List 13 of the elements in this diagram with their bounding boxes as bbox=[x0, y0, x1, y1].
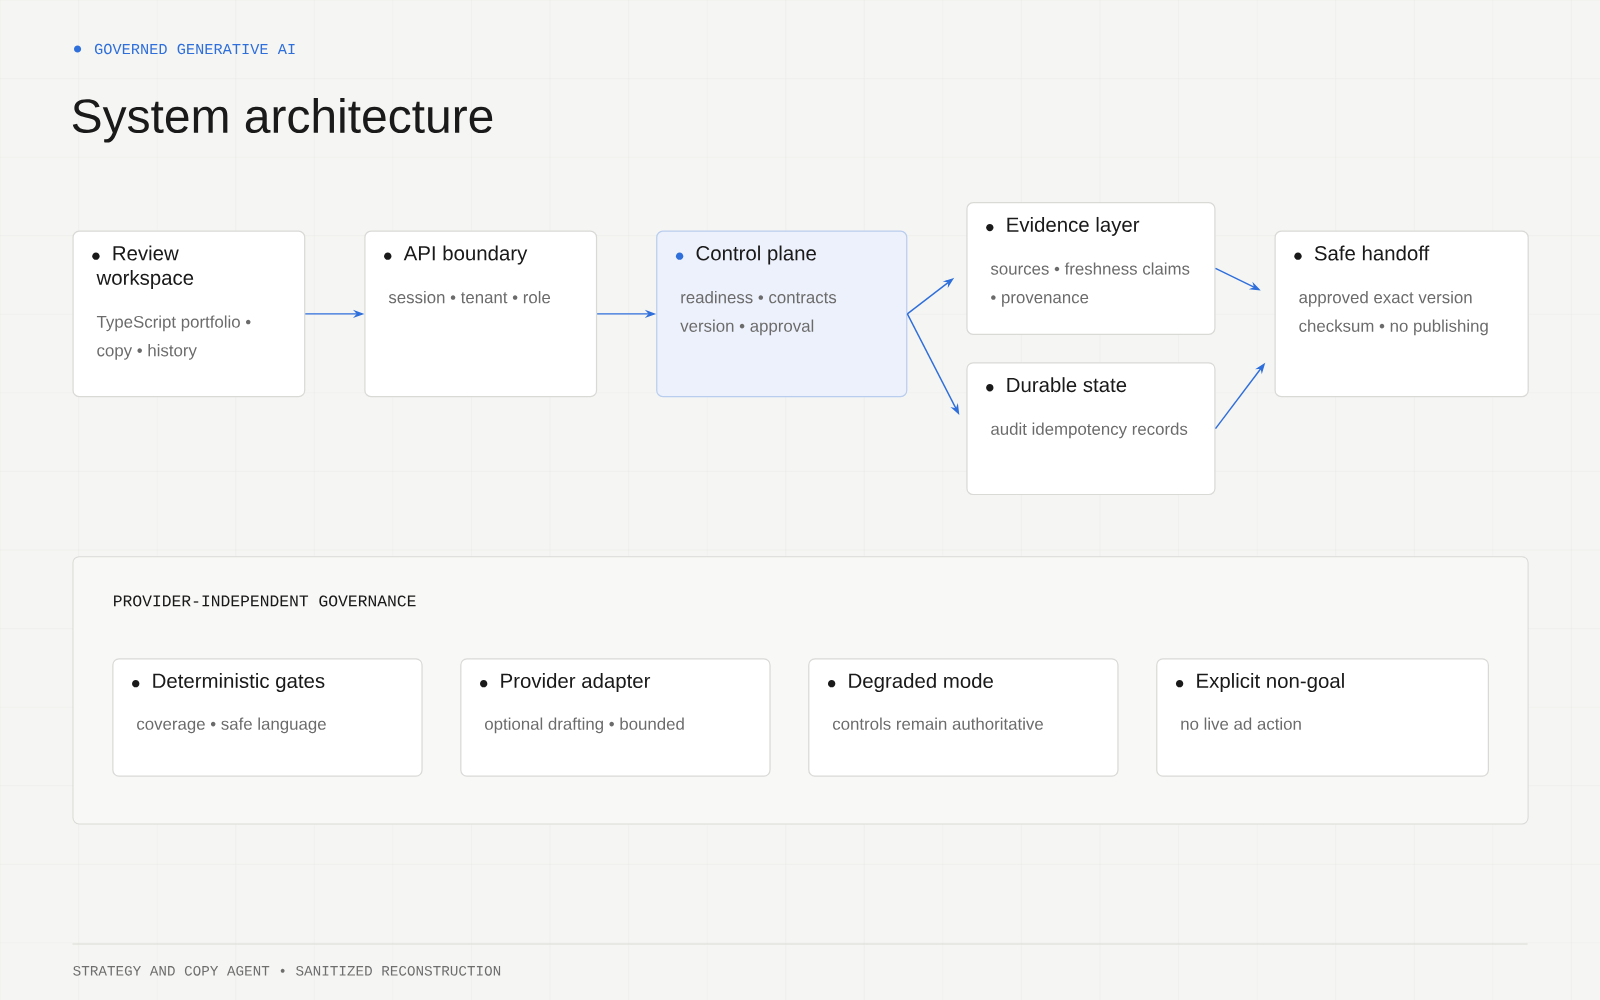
component-box: API boundary session • tenant • role bbox=[364, 230, 598, 398]
kicker: GOVERNED GENERATIVE AI bbox=[94, 43, 295, 55]
component-box: Deterministic gates coverage • safe language bbox=[112, 658, 423, 777]
component-box: Explicit non-goal no live ad action bbox=[1156, 658, 1489, 777]
footer-note: STRATEGY AND COPY AGENT • SANITIZED RECONSTRUCTION bbox=[73, 965, 501, 976]
component-box: Review workspace TypeScript portfolio • copy • history bbox=[72, 230, 306, 398]
component-box: Durable state audit idempotency records bbox=[966, 362, 1216, 496]
component-box: Safe handoff approved exact version checksum • no publishing bbox=[1274, 230, 1529, 398]
component-box: Provider adapter optional drafting • bounded bbox=[460, 658, 771, 777]
title: System architecture bbox=[72, 97, 493, 143]
component-box: Control plane readiness • contracts version • approval bbox=[656, 230, 908, 398]
component-box: Degraded mode controls remain authoritative bbox=[808, 658, 1119, 777]
component-box: Evidence layer sources • freshness claims • provenance bbox=[966, 202, 1216, 335]
